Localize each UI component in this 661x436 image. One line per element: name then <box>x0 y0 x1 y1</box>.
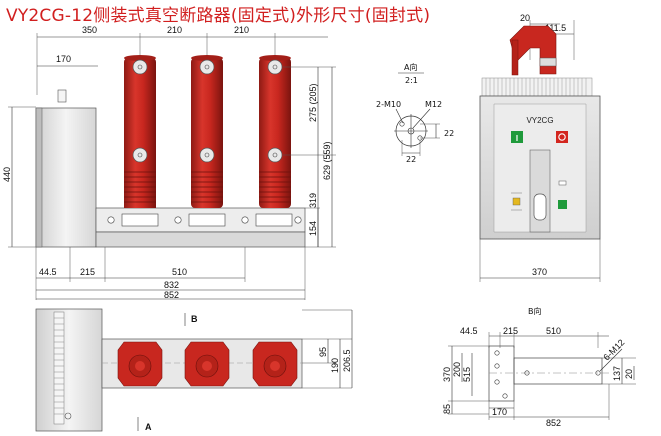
b-left-plate <box>488 345 515 402</box>
top-right-dim-3: 206.5 <box>342 349 352 372</box>
top-right-dim-1: 95 <box>318 347 328 357</box>
close-button-icon <box>511 131 523 143</box>
b-view: B向 44.5 215 510 370 200 515 85 <box>442 306 636 428</box>
terminal-block <box>57 89 67 103</box>
indicator-yellow-icon <box>512 197 521 206</box>
front-top-dim-2: 210 <box>167 25 182 35</box>
pole-3 <box>259 55 291 208</box>
b-bottom-dim-1: 170 <box>492 407 507 417</box>
front-height-dim: 440 <box>2 167 12 182</box>
diagram-title: VY2CG-12侧装式真空断路器(固定式)外形尺寸(固封式) <box>6 6 431 26</box>
indicator-green-icon <box>558 200 567 209</box>
b-top-dim-2: 215 <box>503 326 518 336</box>
b-view-title: B向 <box>528 306 542 316</box>
b-right-dim-2: 20 <box>624 369 634 379</box>
top-view-marker-a: A <box>145 422 152 432</box>
front-bottom-dim-3: 510 <box>172 267 187 277</box>
open-button-icon <box>556 131 568 143</box>
mechanism-housing <box>35 107 97 248</box>
front-bottom-dim-4: 832 <box>164 280 179 290</box>
front-top-dim-3: 210 <box>234 25 249 35</box>
b-hole-label: 6-M12 <box>601 337 626 362</box>
front-right-dim-3: 319 <box>308 193 318 208</box>
b-right-dim-1: 137 <box>612 366 622 381</box>
side-top-dim-2: 111.5 <box>545 23 566 33</box>
front-bottom-dim-1: 44.5 <box>39 267 57 277</box>
a-view-label-left: 2-M10 <box>376 100 401 109</box>
a-view-detail: A向 2:1 2-M10 M12 22 22 <box>376 62 454 164</box>
b-top-dim-3: 510 <box>546 326 561 336</box>
pole-2 <box>191 55 223 208</box>
b-left-dim-3: 515 <box>462 367 472 382</box>
front-view: 350 210 210 170 440 <box>2 25 336 300</box>
front-bottom-dim-5: 852 <box>164 290 179 300</box>
a-view-label-right: M12 <box>425 100 442 109</box>
top-mechanism-box <box>35 308 103 432</box>
b-bottom-dim-2: 852 <box>546 418 561 428</box>
b-left-dim-4: 85 <box>442 404 452 414</box>
svg-text:I: I <box>516 134 518 143</box>
top-pole-1 <box>117 341 163 387</box>
a-view-dim-a: 22 <box>444 129 454 138</box>
b-left-dim-1: 370 <box>442 367 452 382</box>
top-right-dim-2: 190 <box>330 358 340 373</box>
front-right-dim-2: 629 (559) <box>322 141 332 180</box>
b-left-dim-2: 200 <box>452 362 462 377</box>
front-top-dim-1: 350 <box>82 25 97 35</box>
front-right-dim-1: 275 (205) <box>308 83 318 122</box>
side-width-dim: 370 <box>532 267 547 277</box>
top-view: B <box>35 308 353 432</box>
pole-1 <box>124 55 156 208</box>
b-top-dim-1: 44.5 <box>460 326 478 336</box>
front-left-dim-170: 170 <box>56 54 71 64</box>
side-insulator-fins <box>481 77 593 97</box>
b-beam-outline <box>513 357 603 385</box>
a-view-scale: 2:1 <box>405 76 418 85</box>
front-bottom-dim-2: 215 <box>80 267 95 277</box>
a-view-title: A向 <box>404 62 417 72</box>
side-nameplate: VY2CG <box>526 116 553 125</box>
a-view-dim-b: 22 <box>406 155 416 164</box>
top-pole-2 <box>184 341 230 387</box>
side-view: 20 111.5 VY2CG <box>479 13 601 282</box>
top-pole-3 <box>252 341 298 387</box>
top-view-marker-b: B <box>191 314 198 324</box>
front-right-dim-4: 154 <box>308 221 318 236</box>
side-top-dim-1: 20 <box>520 13 530 23</box>
